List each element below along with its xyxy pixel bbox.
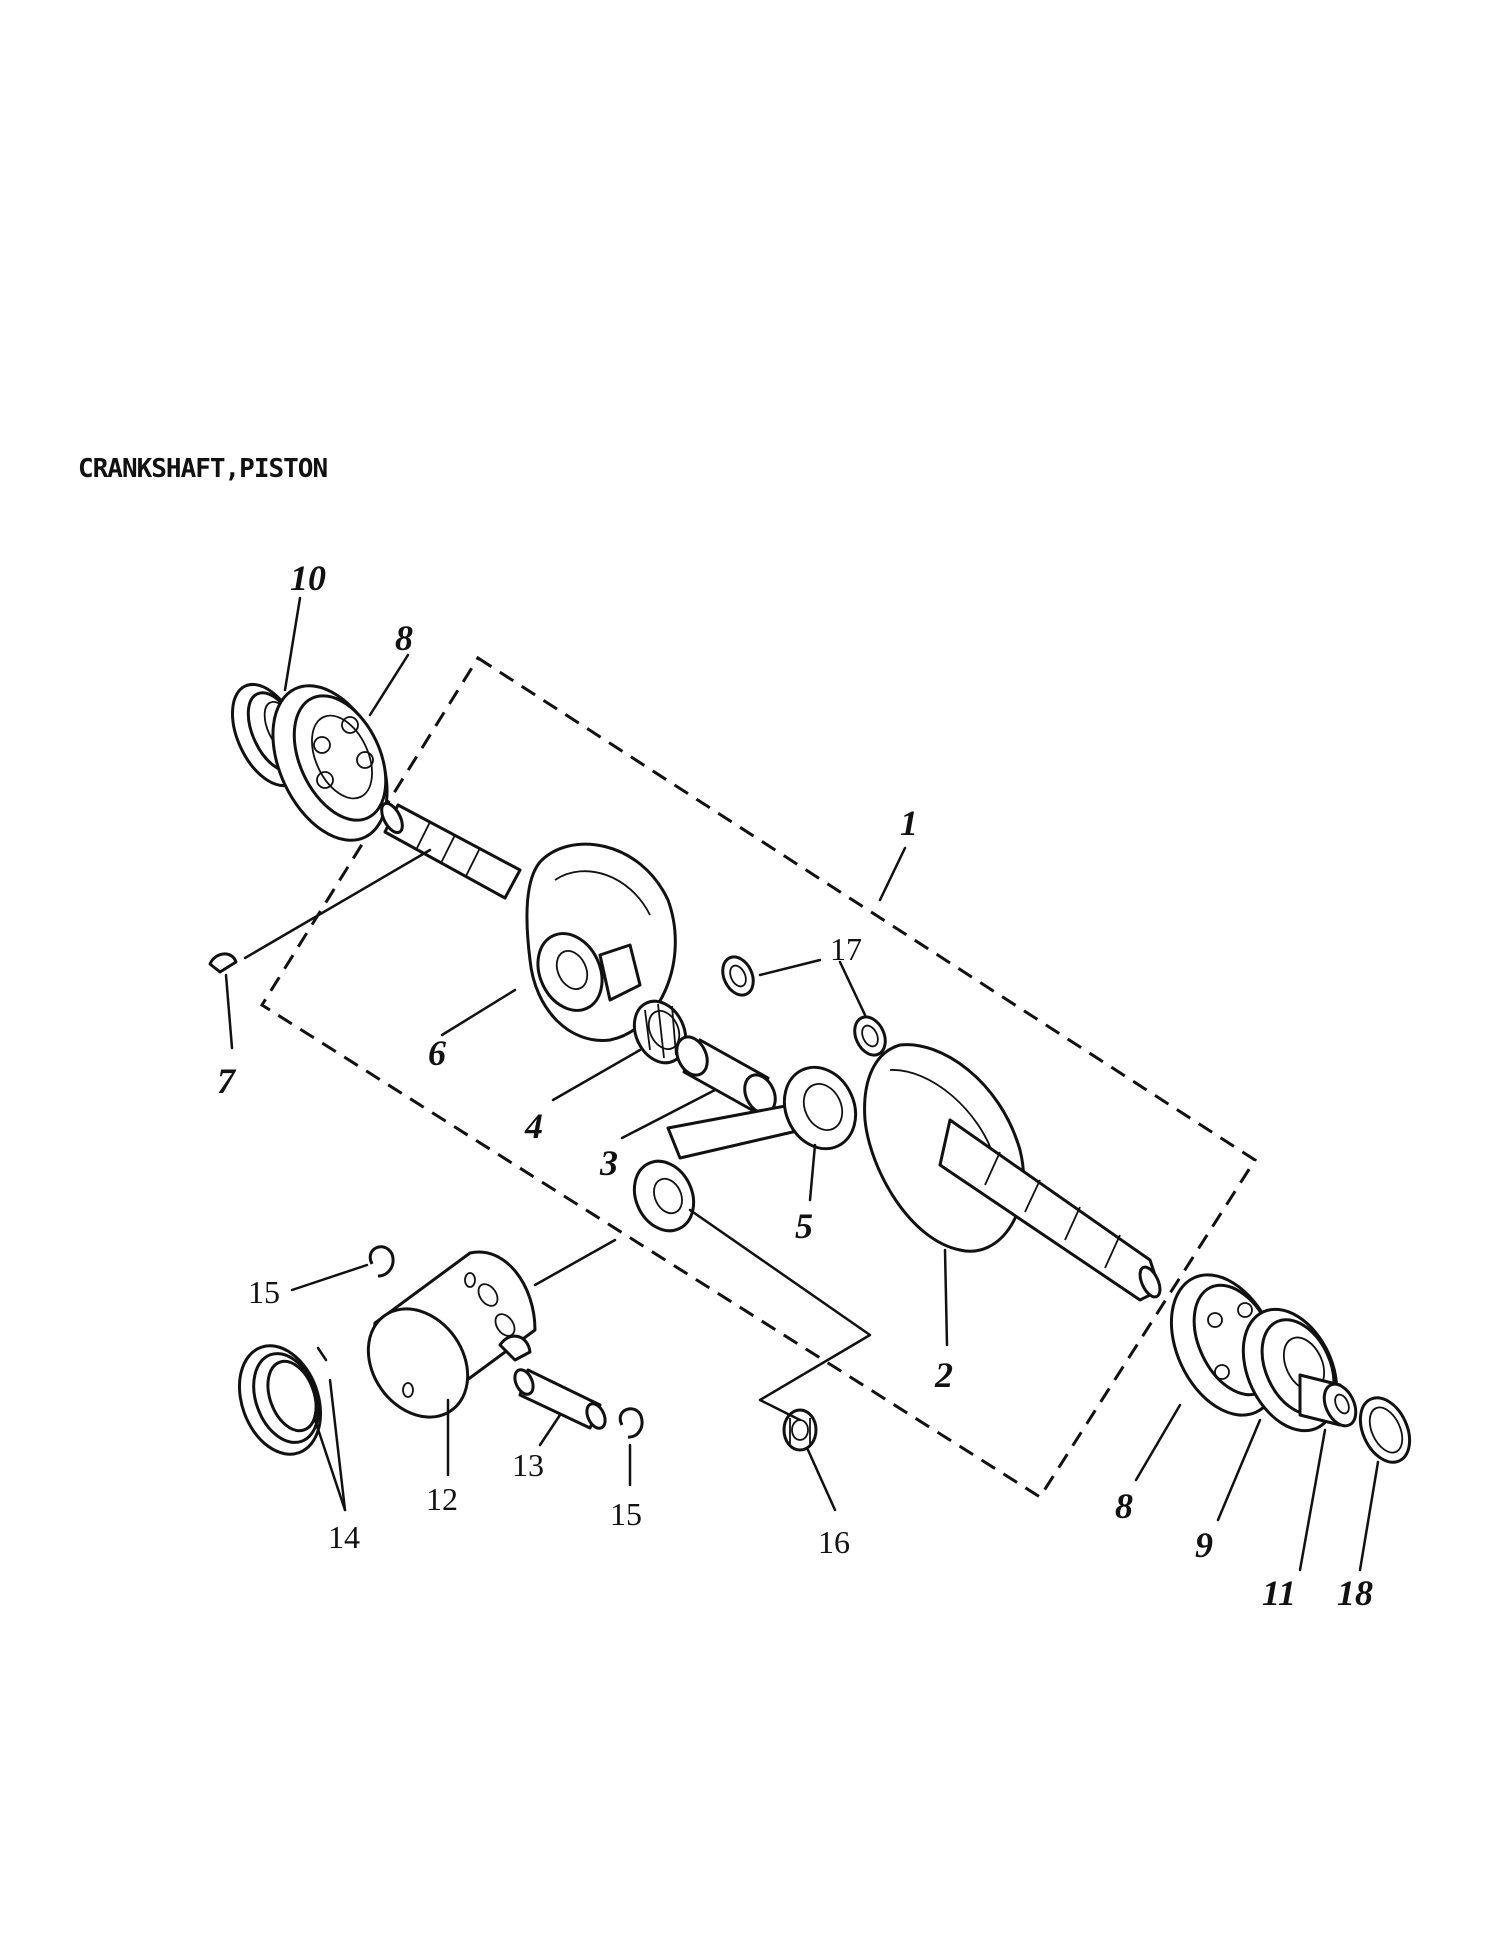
callout-4: 4 bbox=[524, 1106, 543, 1146]
woodruff-key bbox=[208, 952, 238, 974]
washer-right bbox=[1358, 1396, 1412, 1464]
callout-15-lower: 15 bbox=[610, 1496, 642, 1532]
callout-labels: 10 8 1 17 7 6 4 3 5 2 15 12 13 15 14 16 … bbox=[217, 558, 1373, 1613]
diagram-title: CRANKSHAFT,PISTON bbox=[78, 454, 327, 484]
leader-lines bbox=[224, 596, 1380, 1572]
bushing bbox=[1298, 1373, 1358, 1428]
piston-ring-set bbox=[237, 1344, 328, 1456]
connecting-rod bbox=[632, 1065, 858, 1233]
callout-13: 13 bbox=[512, 1447, 544, 1483]
callout-16: 16 bbox=[818, 1524, 850, 1560]
bearing-left bbox=[271, 684, 389, 842]
callout-11: 11 bbox=[1262, 1573, 1296, 1613]
callout-12: 12 bbox=[426, 1481, 458, 1517]
callout-1: 1 bbox=[900, 803, 918, 843]
circlip-lower bbox=[618, 1407, 644, 1439]
callout-6: 6 bbox=[428, 1033, 446, 1073]
callout-9: 9 bbox=[1195, 1525, 1213, 1565]
needle-bearing bbox=[632, 999, 688, 1065]
piston bbox=[366, 1250, 537, 1419]
callout-8-left: 8 bbox=[395, 618, 413, 658]
callout-3: 3 bbox=[599, 1143, 618, 1183]
circlip-upper bbox=[368, 1245, 395, 1278]
crank-pin bbox=[675, 1035, 777, 1115]
crank-half-left bbox=[380, 801, 677, 1042]
crank-half-right bbox=[863, 1043, 1162, 1302]
callout-15-upper: 15 bbox=[248, 1274, 280, 1310]
thrust-washer-lower bbox=[853, 1015, 887, 1057]
callout-10: 10 bbox=[290, 558, 326, 598]
callout-5: 5 bbox=[795, 1206, 813, 1246]
crankshaft-assembly-boundary bbox=[259, 655, 1258, 1500]
piston-pin bbox=[513, 1368, 607, 1430]
callout-2: 2 bbox=[934, 1355, 953, 1395]
callout-18: 18 bbox=[1337, 1573, 1373, 1613]
thrust-washer-upper bbox=[721, 955, 755, 997]
callout-7: 7 bbox=[217, 1061, 237, 1101]
small-end-bearing bbox=[782, 1408, 818, 1452]
callout-17: 17 bbox=[830, 931, 862, 967]
callout-14: 14 bbox=[328, 1519, 360, 1555]
callout-8-right: 8 bbox=[1115, 1486, 1133, 1526]
